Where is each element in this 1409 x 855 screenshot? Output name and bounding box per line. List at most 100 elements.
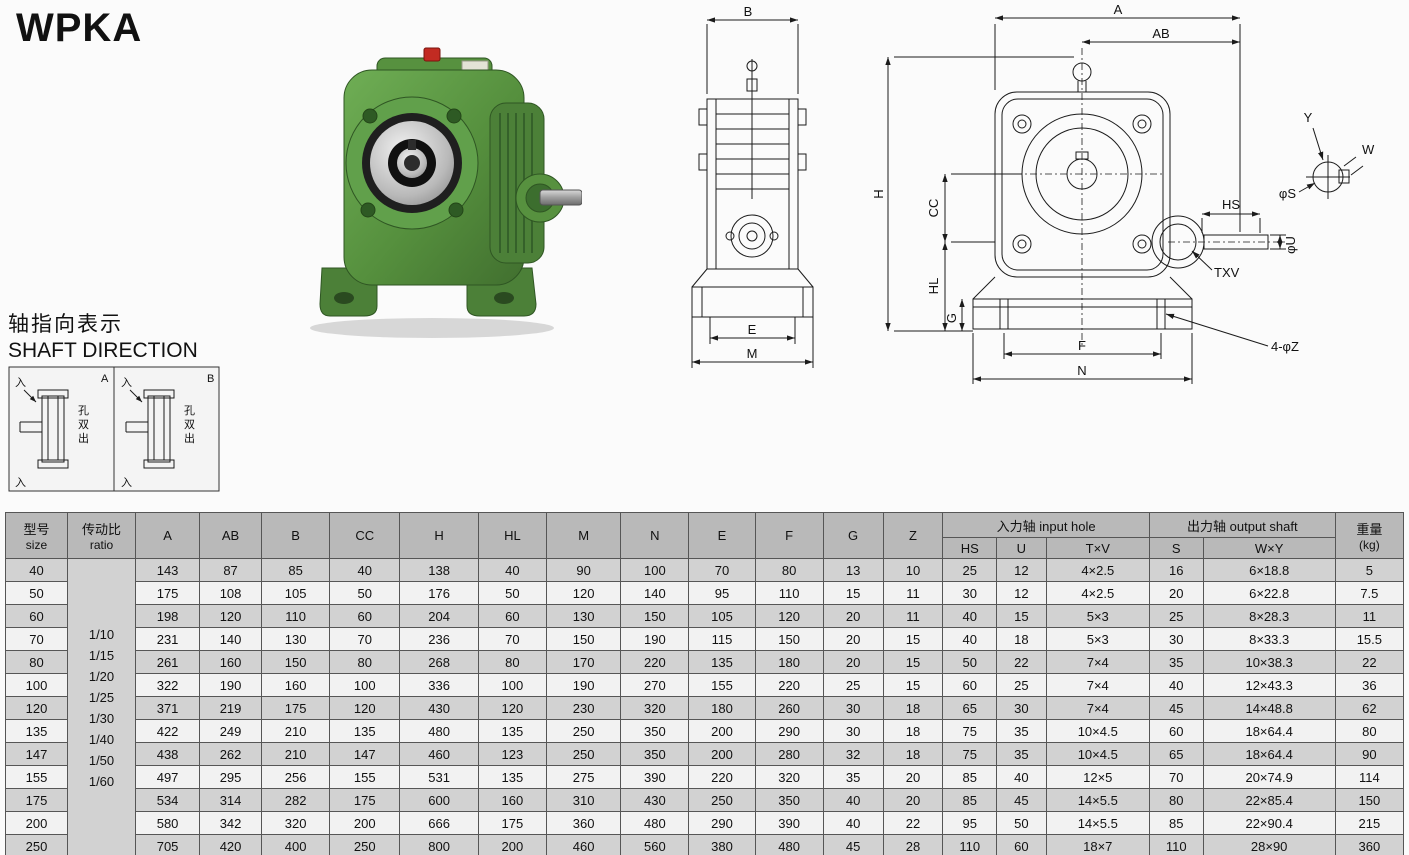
cell-value: 15 [882,673,944,697]
cell-value: 70 [477,627,547,651]
cell-value: 5 [1334,558,1405,582]
cell-value: 35 [996,742,1047,766]
cell-value: 350 [620,719,690,743]
cell-value: 371 [135,696,201,720]
cell-value: 560 [620,834,690,855]
cell-value: 282 [261,788,331,812]
cell-value: 198 [135,604,201,628]
in-label-bottom: 入 [121,477,132,489]
cell-value: 190 [620,627,690,651]
cell-value: 95 [942,811,998,835]
cell-value: 40 [329,558,401,582]
cell-value: 430 [399,696,479,720]
cell-value: 12×43.3 [1202,673,1336,697]
cell-value: 40 [1148,673,1204,697]
cell-value: 6×18.8 [1202,558,1336,582]
cell-value: 120 [199,604,263,628]
cell-value: 100 [329,673,401,697]
cell-value: 7×4 [1045,650,1150,674]
cell-value: 22 [1334,650,1405,674]
cell-value: 105 [261,581,331,605]
col-header-output-shaft: 出力轴 output shaft [1148,512,1336,538]
cell-value: 70 [1148,765,1204,789]
col-header-weight: 重量(kg) [1334,512,1405,559]
cell-value: 176 [399,581,479,605]
cell-value: 50 [477,581,547,605]
cell-value: 105 [688,604,756,628]
cell-value: 30 [822,719,884,743]
cell-value: 219 [199,696,263,720]
dim-label-4phiZ: 4-φZ [1271,339,1299,354]
col-header-F: F [754,512,824,559]
cell-value: 40 [822,788,884,812]
cell-value: 50 [329,581,401,605]
cell-value: 150 [620,604,690,628]
cell-value: 705 [135,834,201,855]
cell-value: 70 [329,627,401,651]
cell-value: 268 [399,650,479,674]
col-header-E: E [688,512,756,559]
cell-value: 320 [754,765,824,789]
cell-size: 40 [5,558,68,582]
cell-size: 70 [5,627,68,651]
cell-value: 80 [477,650,547,674]
cell-value: 130 [545,604,622,628]
cell-value: 95 [688,581,756,605]
cell-value: 65 [942,696,998,720]
cell-value: 204 [399,604,479,628]
cell-value: 65 [1148,742,1204,766]
cell-value: 249 [199,719,263,743]
cell-value: 430 [620,788,690,812]
dim-label-AB: AB [1152,26,1169,41]
cell-value: 80 [329,650,401,674]
cell-value: 210 [261,742,331,766]
cell-value: 200 [329,811,401,835]
oil-plug [423,47,441,62]
dim-label-phiU: φU [1283,236,1298,254]
cell-value: 360 [545,811,622,835]
cell-value: 62 [1334,696,1405,720]
col-header-Z: Z [882,512,944,559]
cell-value: 322 [135,673,201,697]
cell-value: 120 [329,696,401,720]
col-header-M: M [545,512,622,559]
cell-value: 16 [1148,558,1204,582]
cell-value: 320 [261,811,331,835]
cell-value: 14×5.5 [1045,811,1150,835]
dim-label-A: A [1114,2,1123,17]
dim-label-Y: Y [1304,110,1313,125]
in-label-top: 入 [121,377,132,389]
hole-char: 双 [184,418,195,431]
cell-value: 422 [135,719,201,743]
cell-value: 220 [620,650,690,674]
cell-value: 120 [477,696,547,720]
cell-value: 250 [545,742,622,766]
shaft-direction-diagrams: 入 入 孔 双 出 A 入 入 孔 双 出 B [8,366,220,492]
in-label-top: 入 [15,377,26,389]
cell-value: 310 [545,788,622,812]
cell-value: 87 [199,558,263,582]
cell-value: 110 [261,604,331,628]
cell-size: 100 [5,673,68,697]
shaft-direction-label-en: SHAFT DIRECTION [8,339,198,363]
cell-value: 190 [199,673,263,697]
cell-value: 180 [754,650,824,674]
cell-value: 100 [620,558,690,582]
cell-value: 175 [329,788,401,812]
cell-value: 180 [688,696,756,720]
dim-label-TXV: TXV [1214,265,1240,280]
cell-value: 85 [942,788,998,812]
cell-value: 175 [477,811,547,835]
cell-size: 80 [5,650,68,674]
cell-value: 135 [329,719,401,743]
cell-value: 25 [942,558,998,582]
cell-value: 480 [754,834,824,855]
cell-value: 262 [199,742,263,766]
cell-value: 270 [620,673,690,697]
cell-value: 135 [688,650,756,674]
